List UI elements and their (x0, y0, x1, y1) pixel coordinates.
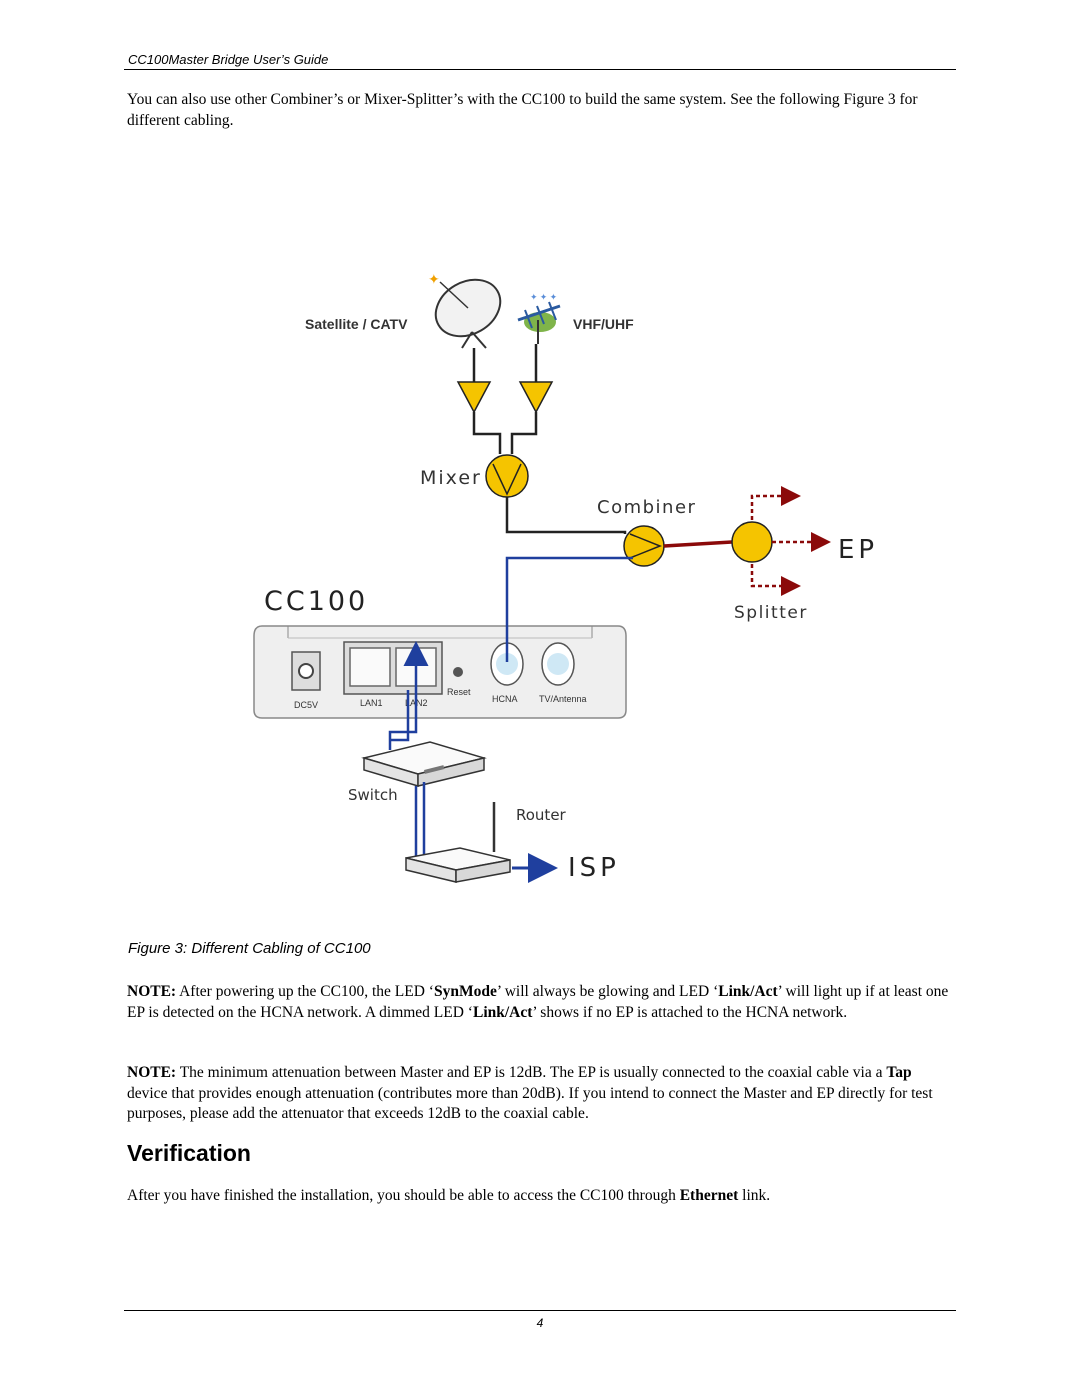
note-text: The minimum attenuation between Master a… (176, 1064, 887, 1081)
splitter-symbol (731, 521, 773, 563)
note-attenuation-led: NOTE: After powering up the CC100, the L… (127, 982, 953, 1023)
coax-red (663, 540, 733, 548)
vhf-antenna-icon: ✦ ✦ ✦ (517, 292, 561, 344)
verification-text: link. (738, 1187, 771, 1204)
note-bold: SynMode (433, 983, 497, 1000)
satellite-dish-icon: ✦ (428, 273, 502, 349)
amplifier-right (518, 381, 554, 414)
hcna-cable (505, 556, 633, 662)
dc5v-label: DC5V (294, 700, 318, 710)
vhf-label: VHF/UHF (573, 316, 634, 332)
header-rule (124, 69, 956, 70)
note-bold: Link/Act (472, 1003, 533, 1021)
combiner-label: Combiner (597, 497, 696, 518)
running-header: CC100Master Bridge User’s Guide (128, 52, 329, 67)
switch-label: Switch (348, 786, 398, 804)
note-bold: Link/Act (718, 983, 778, 1000)
amplifier-left (456, 381, 492, 414)
note-text: ’ will light up if at least one EP is de… (127, 983, 949, 1021)
switch-icon (361, 741, 487, 788)
cable-mixer-combiner (505, 497, 627, 534)
lan2-switch-cable-2 (390, 690, 410, 742)
verification-text: After you have finished the installation… (127, 1187, 680, 1204)
router-label: Router (516, 806, 567, 824)
arrow-ep-bottom (750, 564, 801, 596)
footer-rule (124, 1310, 956, 1311)
note-label: NOTE: (127, 1064, 177, 1081)
section-heading: Verification (127, 1140, 251, 1166)
svg-text:✦: ✦ (428, 273, 440, 288)
verification-paragraph: After you have finished the installation… (127, 1186, 953, 1207)
note-label: NOTE: (127, 983, 177, 1000)
hcna-label: HCNA (492, 694, 518, 704)
mixer-label: Mixer (420, 467, 482, 489)
tv-antenna-label: TV/Antenna (539, 694, 587, 704)
ep-label: EP (838, 535, 878, 565)
note-bold: Tap (886, 1064, 912, 1081)
mixer-symbol (485, 454, 529, 498)
router-icon (405, 802, 511, 883)
satellite-label: Satellite / CATV (305, 316, 408, 332)
verification-bold: Ethernet (679, 1187, 739, 1204)
note-minimum-attenuation: NOTE: The minimum attenuation between Ma… (127, 1063, 953, 1125)
note-text: ’ will always be glowing and LED ‘ (496, 983, 719, 1000)
isp-label: ISP (568, 853, 620, 883)
reset-label: Reset (447, 687, 471, 697)
splitter-label: Splitter (734, 603, 808, 623)
arrow-ep-top (750, 486, 801, 520)
cable-left-down (472, 412, 502, 454)
combiner-symbol (623, 525, 665, 567)
note-text: After powering up the CC100, the LED ‘ (176, 983, 434, 1000)
note-text: device that provides enough attenuation … (127, 1084, 933, 1123)
cc100-label: CC100 (264, 586, 368, 617)
note-text: ’ shows if no EP is attached to the HCNA… (532, 1003, 848, 1021)
figure-caption: Figure 3: Different Cabling of CC100 (128, 940, 371, 957)
intro-paragraph: You can also use other Combiner’s or Mix… (127, 91, 918, 129)
lan1-label: LAN1 (360, 698, 383, 708)
page-number: 4 (536, 1316, 544, 1330)
cable-right-down (510, 412, 538, 454)
svg-text:✦ ✦ ✦: ✦ ✦ ✦ (530, 292, 558, 302)
cabling-diagram: ✦ Satellite / CATV ✦ ✦ ✦ VHF/UHF Mixer C… (253, 273, 878, 883)
